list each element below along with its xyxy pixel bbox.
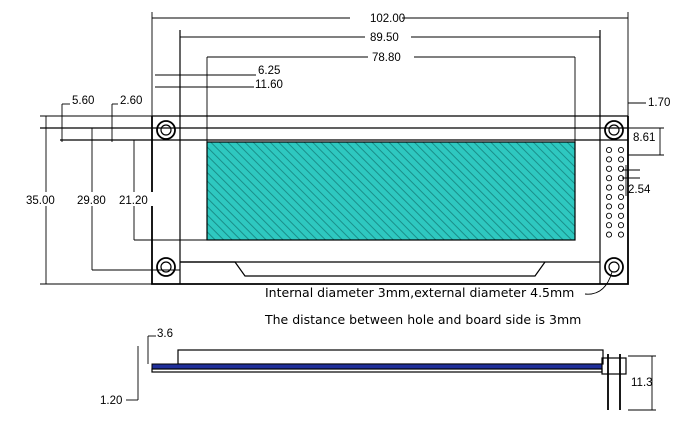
dim-29-80: 29.80 [75,128,180,271]
dim-label-active-height: 21.20 [119,195,148,207]
note-hole-diameter: Internal diameter 3mm,external diameter … [265,285,574,300]
pin-hole [617,156,625,163]
dim-2-60: 2.60 [111,95,142,142]
dim-label-pin-pitch: 2.54 [628,184,651,196]
dim-89: 89.50 [180,30,600,44]
dim-label-hole-inset: 2.60 [120,95,142,107]
dim-11-60: 11.60 [155,79,283,91]
dim-78: 78.80 [206,50,576,142]
dim-35: 35.00 [24,115,152,285]
dim-2-54: 2.54 [622,165,651,196]
pin-hole [617,165,625,172]
module-body [177,349,604,365]
dim-label-module-height: 3.6 [157,328,173,340]
active-display-area [206,141,576,241]
dim-1-70: 1.70 [628,97,670,109]
dim-label-frame-width: 89.50 [370,32,399,44]
dim-5-60: 5.60 [61,95,94,142]
pin-hole [605,193,613,201]
pin-hole [617,193,625,201]
dim-11-3: 11.3 [628,355,656,411]
pin-hole [617,222,625,229]
pin-hole [605,156,613,163]
pin-hole [617,212,625,219]
pin-hole [605,175,613,182]
side-view: 3.6 1.20 11.3 [100,328,656,411]
dim-1-20: 1.20 [100,346,139,407]
dim-label-right-margin: 1.70 [648,97,670,109]
dim-label-board-thickness: 1.20 [100,395,122,407]
pin-hole [605,203,613,210]
bottom-notch [180,261,546,277]
pin-hole [605,165,613,172]
pin-hole [617,203,625,210]
pin-hole [605,212,613,219]
dim-label-pin-offset: 8.61 [633,132,655,144]
pin-hole [605,184,613,191]
dim-6-25: 6.25 [155,65,280,77]
pin-header [605,146,625,238]
dim-label-active-width: 78.80 [372,52,401,64]
pin-hole [605,146,613,154]
dim-label-board-width: 102.00 [370,13,405,25]
mounting-hole-top-left [156,120,176,140]
pin-hole [617,146,625,154]
dim-label-hole-x: 5.60 [72,95,94,107]
dim-label-board-height: 35.00 [26,195,55,207]
pin-hole [605,222,613,229]
dim-label-offset-a: 6.25 [258,65,280,77]
dim-3-6: 3.6 [147,328,173,364]
top-view: 102.00 89.50 78.80 6.25 11.60 5.60 [24,10,670,327]
hole-callout-leader [584,271,613,295]
mounting-hole-top-right [604,120,624,140]
note-hole-distance: The distance between hole and board side… [264,312,581,327]
pin-hole [605,231,613,238]
dim-label-frame-height: 29.80 [77,195,106,207]
side-pin-header [601,354,627,410]
dim-label-pin-height: 11.3 [631,377,653,389]
dim-label-offset-b: 11.60 [255,79,283,91]
dim-8-61: 8.61 [628,127,664,156]
dim-21-20: 21.20 [117,140,207,241]
pin-hole [617,231,625,238]
dim-102: 102.00 [151,10,629,116]
pin-hole [617,184,625,191]
mounting-hole-bottom-right [604,257,624,277]
pcb-board [151,363,603,370]
mounting-hole-bottom-left [156,257,176,277]
